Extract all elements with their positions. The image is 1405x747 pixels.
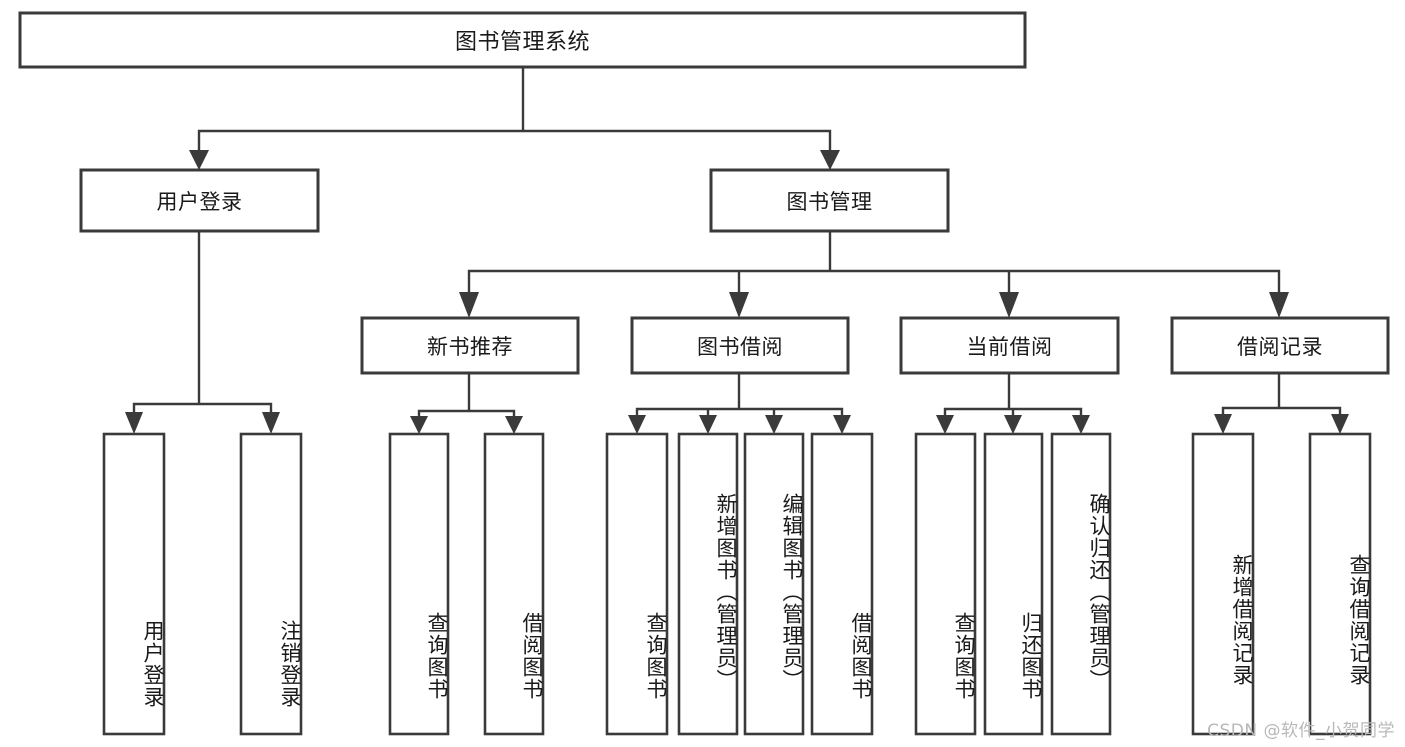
node-user-login-box[interactable] <box>79 168 320 233</box>
node-current-borrow-box[interactable] <box>899 316 1120 375</box>
leaf-add-book-box[interactable] <box>677 432 739 736</box>
arrowhead-to-leaf-edit-book <box>765 415 783 434</box>
node-book-borrow-box[interactable] <box>630 316 850 375</box>
arrowhead-to-leaf-user-logout <box>262 412 280 434</box>
connector-current-borrow-to-leaves <box>943 371 1083 419</box>
leaf-edit-book-box[interactable] <box>743 432 805 736</box>
arrowhead-to-leaf-query-book-1 <box>410 416 428 434</box>
connector-borrow-record-to-leaves <box>1221 371 1342 418</box>
arrowhead-to-leaf-confirm-return <box>1072 415 1090 434</box>
connector-book-borrow-to-leaves <box>635 371 844 419</box>
leaf-borrow-book-2-box[interactable] <box>810 432 874 736</box>
arrowhead-to-book-manage <box>820 150 840 170</box>
leaf-query-book-1-box[interactable] <box>388 432 450 736</box>
arrowhead-to-current-borrow <box>999 292 1019 318</box>
arrowhead-to-leaf-return-book <box>1004 415 1022 434</box>
arrowhead-to-leaf-query-book-2 <box>628 415 646 434</box>
arrowhead-to-leaf-query-book-3 <box>936 415 954 434</box>
arrowhead-to-leaf-query-record <box>1331 414 1349 434</box>
arrowhead-to-leaf-add-record <box>1214 414 1232 434</box>
leaf-query-book-2-box[interactable] <box>605 432 669 736</box>
arrowhead-to-leaf-borrow-book-1 <box>505 416 523 434</box>
connector-root-to-level1 <box>197 65 832 153</box>
arrowhead-to-user-login <box>189 150 209 170</box>
arrowhead-to-leaf-borrow-book-2 <box>833 415 851 434</box>
node-book-manage-box[interactable] <box>709 168 950 233</box>
arrowhead-to-leaf-user-login <box>125 412 143 434</box>
arrowhead-to-borrow-record <box>1269 292 1289 318</box>
connector-new-book-rec-to-leaves <box>417 371 516 420</box>
leaf-confirm-return-box[interactable] <box>1050 432 1112 736</box>
leaf-add-record-box[interactable] <box>1191 432 1255 736</box>
arrowhead-to-leaf-add-book <box>699 415 717 434</box>
leaf-query-record-box[interactable] <box>1308 432 1372 736</box>
node-borrow-record-box[interactable] <box>1170 316 1390 375</box>
node-root-box[interactable] <box>18 11 1027 69</box>
leaf-query-book-3-box[interactable] <box>914 432 977 736</box>
connector-book-manage-to-level2 <box>467 229 1281 295</box>
node-new-book-rec-box[interactable] <box>360 316 580 375</box>
arrowhead-to-new-book-rec <box>459 292 479 318</box>
leaf-user-logout-box[interactable] <box>239 432 303 736</box>
leaf-borrow-book-1-box[interactable] <box>483 432 545 736</box>
arrowhead-to-book-borrow <box>729 292 749 318</box>
connector-user-login-to-leaves <box>132 229 273 416</box>
leaf-user-login-box[interactable] <box>102 432 166 736</box>
leaf-return-book-box[interactable] <box>983 432 1044 736</box>
